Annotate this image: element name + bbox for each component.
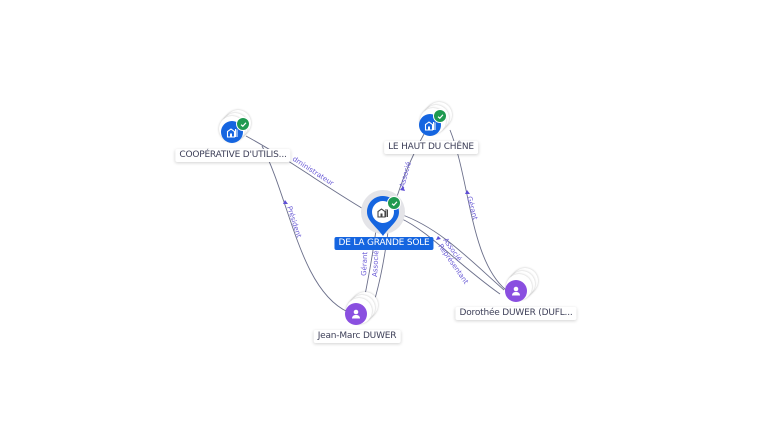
edge-label-administrateur: dministrateur <box>291 155 335 188</box>
arrow-icon <box>436 236 441 240</box>
node-label[interactable]: LE HAUT DU CHÊNE <box>384 141 478 154</box>
edge-coop-jean <box>261 145 349 313</box>
edge-doro-main-2 <box>399 217 501 295</box>
edge-label-president: Président <box>285 205 303 239</box>
verified-check-icon <box>236 117 250 131</box>
node-label[interactable]: Dorothée DUWER (DUFL... <box>455 307 577 320</box>
person-icon-circle <box>345 303 367 325</box>
building-icon <box>424 121 436 131</box>
arrow-icon <box>465 190 470 194</box>
edge-label-gerant-haut: Gérant <box>465 195 479 221</box>
edge-doro-main-1 <box>399 213 505 291</box>
arrow-icon <box>283 200 288 204</box>
building-icon <box>377 208 388 218</box>
verified-check-icon <box>387 196 401 210</box>
edge-label-gerant-jean: Gérant <box>360 251 369 276</box>
node-label[interactable]: Jean-Marc DUWER <box>313 330 401 343</box>
person-icon <box>512 286 520 296</box>
arrow-icon <box>400 186 405 191</box>
edge-coop-main <box>245 135 373 215</box>
edge-label-associe-jean: Associé <box>371 250 380 277</box>
building-icon <box>226 128 238 138</box>
person-icon <box>352 309 360 319</box>
node-label[interactable]: COOPÉRATIVE D'UTILIS... <box>175 149 291 162</box>
node-label-main[interactable]: DE LA GRANDE SOLE <box>334 237 434 250</box>
person-icon-circle <box>505 280 527 302</box>
edge-label-associe-haut: Associé <box>398 161 413 189</box>
verified-check-icon <box>433 109 447 123</box>
